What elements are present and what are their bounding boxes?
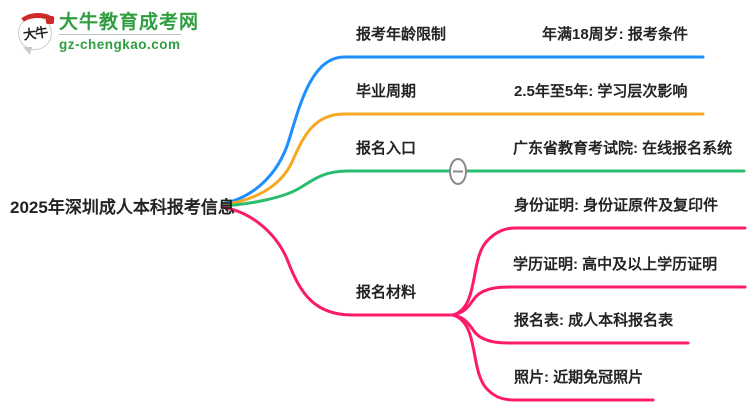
leaf-education-proof[interactable]: 学历证明: 高中及以上学历证明	[513, 256, 718, 273]
branch-label-materials[interactable]: 报名材料	[356, 284, 417, 301]
logo-red-seal-icon	[46, 16, 54, 24]
collapse-toggle-icon[interactable]	[449, 158, 467, 185]
site-logo: 大牛 大牛教育成考网 gz-chengkao.com	[17, 12, 199, 55]
logo-red-arc-icon	[17, 13, 59, 40]
subbranch-line-signup-form	[451, 313, 690, 345]
branch-label-age-limit[interactable]: 报考年龄限制	[356, 26, 447, 43]
subbranch-line-id-proof	[451, 226, 747, 317]
logo-calligraphy-text: 大牛	[22, 24, 49, 43]
branch-line-materials	[220, 205, 455, 317]
branch-label-signup-entrance[interactable]: 报名入口	[356, 140, 417, 157]
branch-line-signup-entrance	[220, 169, 746, 208]
logo-bubble-tail	[23, 47, 32, 55]
branch-line-graduation-cycle	[220, 112, 705, 207]
branch-label-graduation-cycle[interactable]: 毕业周期	[356, 83, 417, 100]
leaf-age-requirement[interactable]: 年满18周岁: 报考条件	[542, 26, 688, 43]
leaf-online-signup-system[interactable]: 广东省教育考试院: 在线报名系统	[513, 140, 733, 157]
subbranch-line-education-proof	[451, 285, 747, 317]
logo-site-name: 大牛教育成考网	[59, 12, 200, 33]
leaf-photo[interactable]: 照片: 近期免冠照片	[514, 369, 644, 386]
subbranch-line-photo	[451, 313, 655, 402]
leaf-signup-form[interactable]: 报名表: 成人本科报名表	[514, 312, 674, 329]
logo-bubble-icon: 大牛	[17, 13, 59, 55]
leaf-study-duration[interactable]: 2.5年至5年: 学习层次影响	[514, 83, 688, 100]
logo-site-domain: gz-chengkao.com	[59, 34, 181, 52]
logo-text-block: 大牛教育成考网 gz-chengkao.com	[59, 12, 199, 54]
leaf-id-proof[interactable]: 身份证明: 身份证原件及复印件	[514, 197, 719, 214]
root-topic[interactable]: 2025年深圳成人本科报考信息	[10, 198, 235, 217]
branch-line-age-limit	[220, 55, 705, 206]
